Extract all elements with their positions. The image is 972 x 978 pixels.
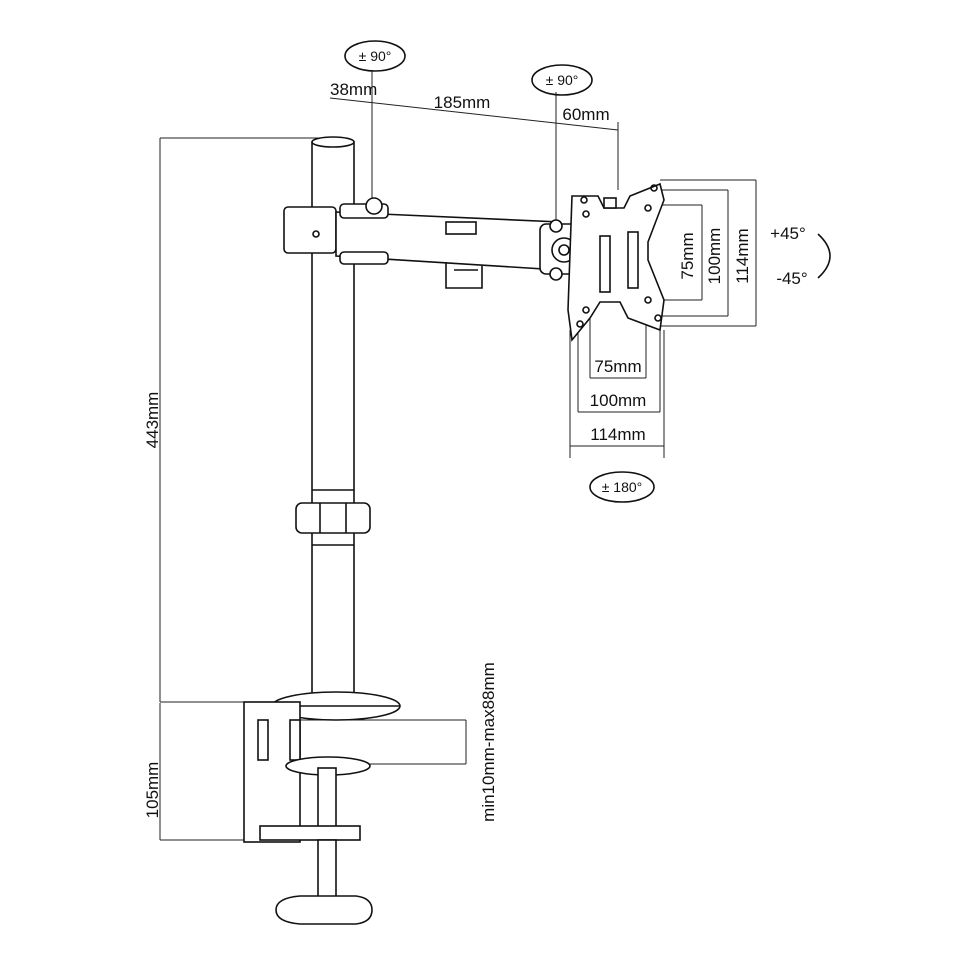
dim-38mm: 38mm (330, 80, 377, 99)
dim-185mm: 185mm (434, 93, 491, 112)
dim-vertical-100mm: 100mm (705, 228, 724, 285)
rotation-label-right: ± 90° (546, 72, 579, 88)
tilt-arc (817, 233, 831, 279)
dim-clamp-105mm: 105mm (143, 762, 162, 819)
dim-vertical-75mm: 75mm (678, 232, 697, 279)
rotation-arc-left (344, 40, 406, 72)
dim-horizontal-100mm: 100mm (590, 391, 647, 410)
dim-desk-thickness: min10mm-max88mm (479, 662, 498, 822)
dim-pole-443mm: 443mm (143, 392, 162, 449)
tilt-up-label: +45° (770, 224, 806, 243)
rotation-arc-right (531, 64, 593, 96)
dim-vertical-114mm: 114mm (733, 228, 752, 283)
tilt-down-label: -45° (776, 269, 807, 288)
rotation-label-left: ± 90° (359, 48, 392, 64)
height-collar (295, 502, 371, 534)
dim-horizontal-75mm: 75mm (594, 357, 641, 376)
rotation-label-bottom: ± 180° (602, 479, 643, 495)
vesa-plate (567, 182, 665, 342)
dimension-lines (159, 70, 757, 841)
clamp (243, 701, 373, 925)
dim-horizontal-114mm: 114mm (590, 425, 645, 444)
rotation-arc-bottom (589, 471, 655, 503)
dim-60mm: 60mm (562, 105, 609, 124)
